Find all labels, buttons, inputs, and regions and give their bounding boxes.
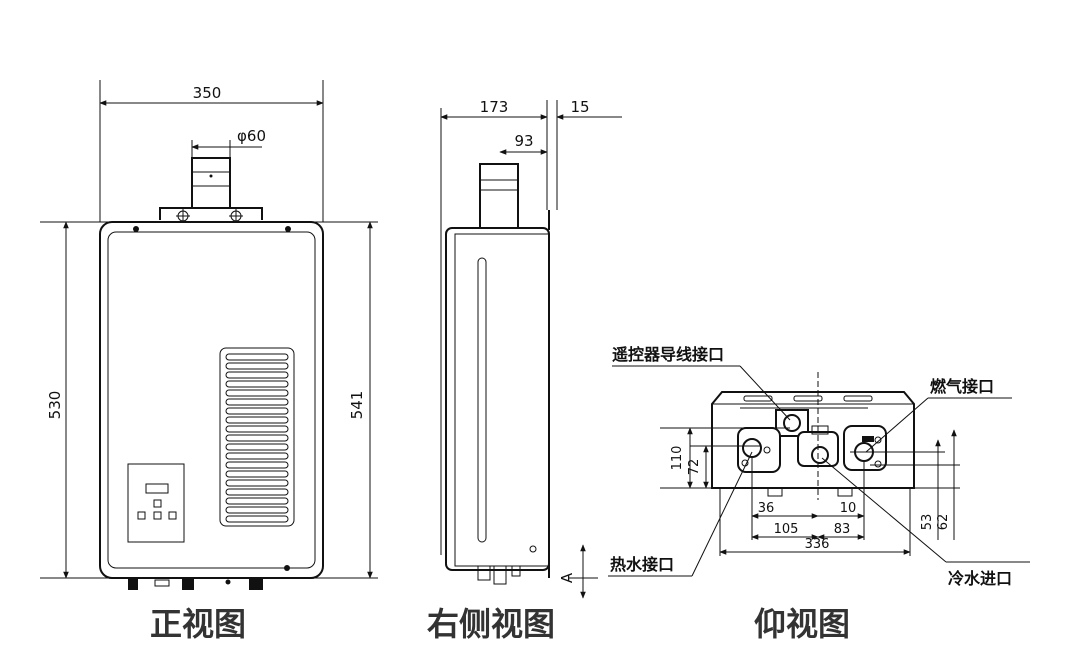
side-view: 173 15 93 A 右侧视图 [427, 98, 622, 643]
fitting-left [128, 578, 138, 590]
callout-hot-water-port: 热水接口 [610, 555, 674, 574]
side-slot [477, 257, 487, 543]
vent-grille [219, 347, 295, 527]
grille-slot [225, 371, 289, 379]
grille-slot [225, 479, 289, 487]
callout-gas-port: 燃气接口 [930, 377, 994, 396]
grille-slot [225, 452, 289, 460]
bottom-view: 110 72 53 62 36 10 105 83 336 遥控器导线接口 燃气… [608, 345, 1030, 643]
side-body [445, 227, 550, 571]
width-dimension-label: 350 [193, 84, 222, 102]
bottom-view-caption: 仰视图 [754, 605, 850, 643]
side-view-caption: 右侧视图 [427, 605, 555, 643]
grille-slot [225, 389, 289, 397]
dim-36-label: 36 [758, 501, 775, 516]
grille-slot [225, 515, 289, 523]
grille-slot [225, 488, 289, 496]
control-button-left[interactable] [137, 511, 146, 520]
grille-slot [225, 398, 289, 406]
control-button-mid[interactable] [153, 511, 162, 520]
front-view-caption: 正视图 [150, 605, 246, 643]
height-outer-label: 530 [46, 391, 64, 420]
mounting-bracket [159, 207, 263, 220]
grille-slot [225, 497, 289, 505]
dim-10-label: 10 [840, 501, 857, 516]
fitting-mid [182, 578, 194, 590]
grille-slot [225, 425, 289, 433]
grille-slot [225, 407, 289, 415]
depth-dimension-label: 173 [480, 98, 509, 116]
grille-slots [225, 353, 289, 523]
dim-105-label: 105 [774, 522, 799, 537]
dim-72-label: 72 [687, 459, 702, 476]
callout-cold-water-inlet: 冷水进口 [948, 569, 1012, 588]
grille-slot [225, 434, 289, 442]
flue-dimension-label: φ60 [237, 127, 266, 145]
grille-slot [225, 362, 289, 370]
fitting-right [249, 578, 263, 590]
control-button-up[interactable] [153, 499, 162, 508]
control-display [145, 483, 169, 494]
grille-slot [225, 380, 289, 388]
callout-remote-port: 遥控器导线接口 [612, 345, 724, 364]
grille-slot [225, 461, 289, 469]
front-panel [107, 231, 316, 569]
dim-110-label: 110 [670, 446, 685, 471]
grille-slot [225, 353, 289, 361]
dim-83-label: 83 [834, 522, 851, 537]
grille-slot [225, 416, 289, 424]
grille-slot [225, 506, 289, 514]
heater-body [99, 221, 324, 579]
control-panel [127, 463, 185, 543]
control-button-right[interactable] [168, 511, 177, 520]
dim-53-label: 53 [920, 514, 935, 531]
grille-slot [225, 470, 289, 478]
clearance-dimension-label: A [558, 572, 576, 583]
dim-336-label: 336 [805, 537, 830, 552]
dim-62-label: 62 [936, 514, 951, 531]
front-view: 350 φ60 [40, 80, 378, 643]
grille-slot [225, 443, 289, 451]
flue-offset-label: 93 [514, 132, 533, 150]
height-body-label: 541 [348, 391, 366, 420]
side-flue-pipe [479, 163, 519, 231]
bracket-dimension-label: 15 [570, 98, 589, 116]
